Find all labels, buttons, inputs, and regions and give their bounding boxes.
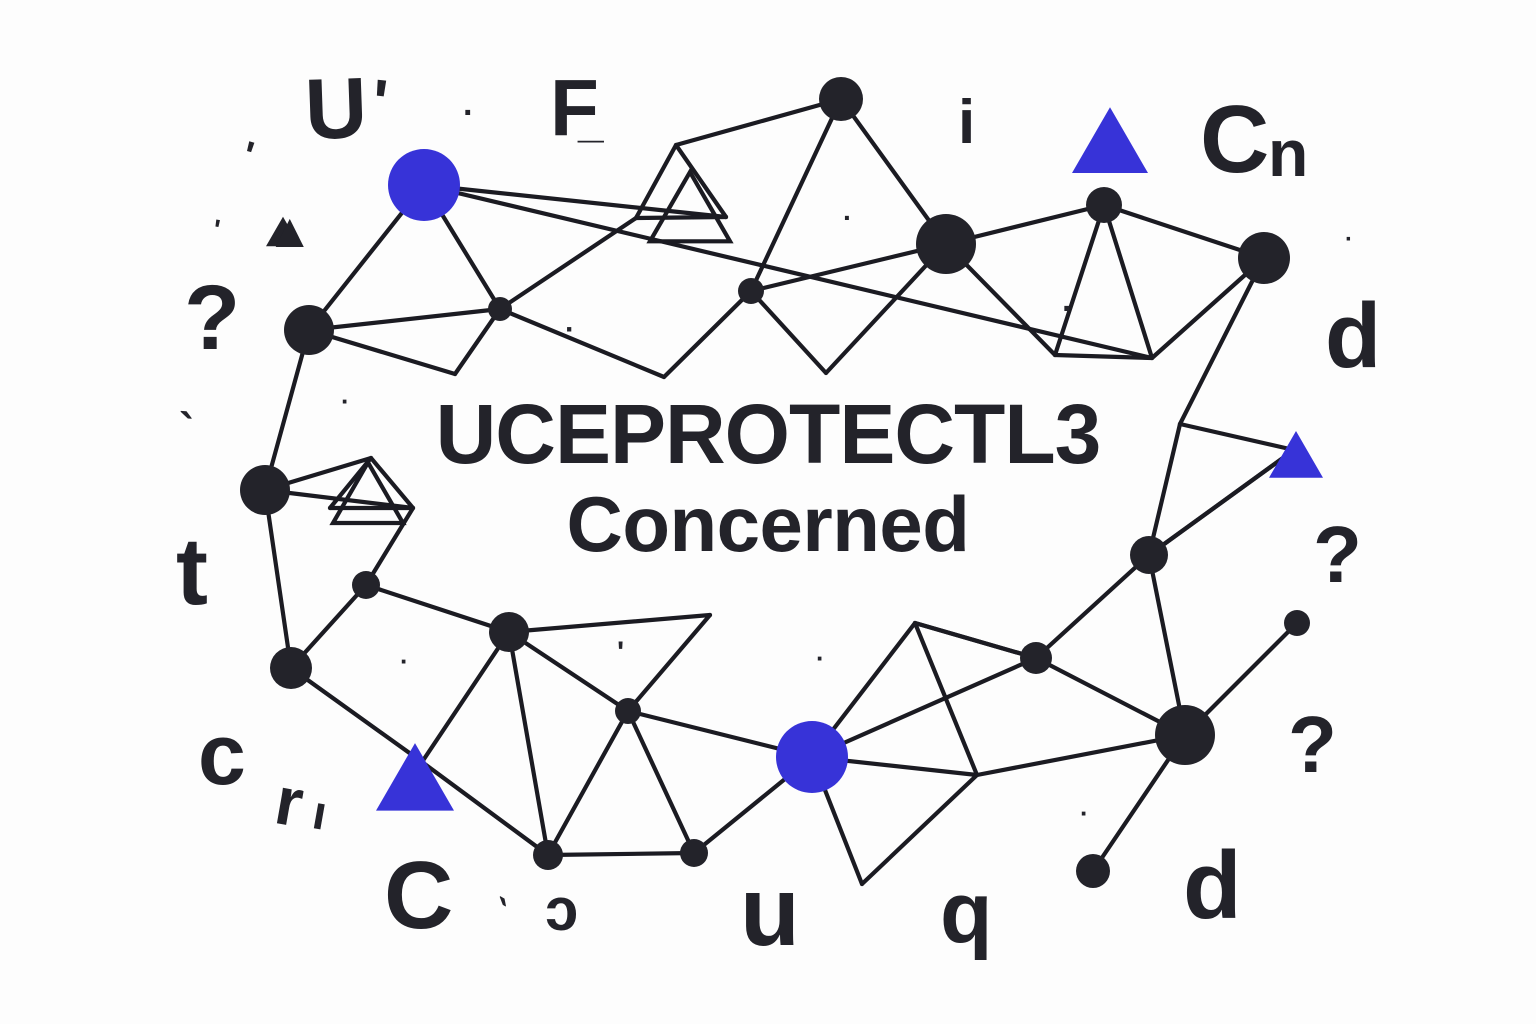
- graph-edge: [1101, 202, 1155, 361]
- graph-edge: [368, 455, 416, 511]
- graph-edge: [661, 288, 754, 380]
- graph-edge: [625, 612, 713, 714]
- graph-edge: [497, 215, 639, 312]
- graph-node: [819, 77, 863, 121]
- graph-node: [680, 839, 708, 867]
- graph-edge: [633, 214, 729, 221]
- graph-edge: [1177, 255, 1267, 427]
- graph-edge: [748, 96, 844, 294]
- graph-node: [1020, 642, 1052, 674]
- graph-edge: [506, 612, 713, 635]
- graph-edge: [673, 96, 844, 148]
- outline-triangle: [329, 458, 407, 526]
- graph-node: [1076, 854, 1110, 888]
- graph-edge: [1146, 552, 1188, 738]
- graph-edge: [1052, 202, 1107, 358]
- graph-node: [1086, 187, 1122, 223]
- graph-node-accent: [776, 721, 848, 793]
- graph-edge: [545, 850, 697, 858]
- graph-edge: [419, 629, 512, 765]
- graph-edge: [545, 708, 631, 858]
- graph-edge: [1052, 352, 1155, 361]
- graph-edge: [809, 655, 1039, 760]
- graph-node: [533, 840, 563, 870]
- blue-triangle: [376, 743, 454, 811]
- graph-edge: [974, 732, 1188, 778]
- graph-node: [1130, 536, 1168, 574]
- graph-node: [1155, 705, 1215, 765]
- graph-node: [352, 571, 380, 599]
- graph-edge: [262, 487, 294, 671]
- graph-edge: [633, 142, 679, 221]
- dark-triangle: [266, 216, 300, 247]
- graph-edge: [1101, 202, 1267, 261]
- graph-edge: [1146, 421, 1183, 558]
- blue-triangle: [1269, 431, 1323, 478]
- graph-edge: [1033, 552, 1152, 661]
- graph-edge: [306, 306, 503, 333]
- graph-node: [615, 698, 641, 724]
- graph-node: [240, 465, 290, 515]
- graph-edge: [419, 759, 551, 858]
- outline-triangle-group: [329, 167, 734, 526]
- graph-edge: [506, 629, 551, 858]
- graph-edge: [306, 327, 458, 377]
- graph-node: [1238, 232, 1290, 284]
- graph-edge: [1177, 421, 1297, 453]
- graph-edge: [288, 665, 425, 765]
- graph-edge: [363, 505, 416, 588]
- graph-edge: [1146, 447, 1297, 558]
- graph-node: [284, 305, 334, 355]
- outline-triangle: [646, 167, 734, 244]
- graph-node-group: [240, 77, 1310, 888]
- graph-edge: [912, 620, 980, 778]
- graph-edge: [673, 142, 729, 220]
- graph-edge: [912, 620, 1039, 661]
- graph-edge: [859, 772, 980, 887]
- graph-node: [489, 612, 529, 652]
- graph-node: [488, 297, 512, 321]
- graph-node: [738, 278, 764, 304]
- graph-edge: [506, 629, 631, 714]
- graph-edge: [421, 182, 729, 220]
- graph-node-accent: [388, 149, 460, 221]
- blue-triangle-group: [376, 107, 1323, 811]
- graph-edge: [748, 288, 829, 376]
- graph-node: [270, 647, 312, 689]
- blue-triangle: [1072, 107, 1148, 174]
- graph-edge: [748, 241, 949, 294]
- graph-edge: [363, 582, 512, 635]
- dark-triangle-group: [266, 216, 300, 247]
- graph-node: [1284, 610, 1310, 636]
- graph-edge: [262, 327, 312, 493]
- graph-edge: [452, 306, 503, 377]
- graph-edge: [625, 708, 697, 856]
- graph-node: [916, 214, 976, 274]
- graph-edge: [497, 306, 667, 380]
